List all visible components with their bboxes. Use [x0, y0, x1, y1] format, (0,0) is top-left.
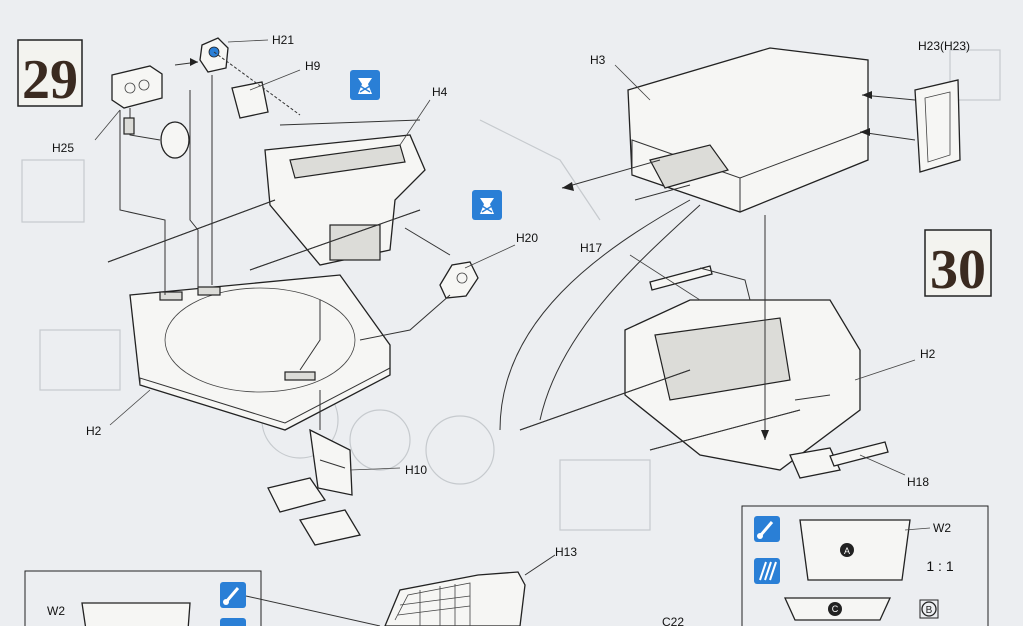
label-h3: H3	[590, 53, 606, 67]
mesh-screen-h13	[384, 554, 556, 626]
shield-box-h3	[627, 47, 869, 213]
legend-box-left	[24, 570, 381, 626]
gun-assembly-h4	[107, 119, 426, 271]
step-30-box: 30	[924, 229, 992, 301]
hull-part-h2-right	[519, 299, 861, 479]
assembly-guide-lines-step-30	[499, 159, 831, 440]
step-30-number: 30	[930, 239, 986, 301]
label-h23: H23(H23)	[918, 39, 970, 53]
label-h2-right: H2	[920, 347, 936, 361]
label-h21: H21	[272, 33, 294, 47]
label-w2-left: W2	[47, 604, 65, 618]
label-h13: H13	[555, 545, 577, 559]
bracket-part-h21	[199, 37, 229, 73]
rod-part-h18	[829, 441, 889, 467]
glue-icon-middle	[472, 190, 502, 220]
part-h20	[439, 261, 479, 299]
step-29-number: 29	[22, 49, 78, 111]
glue-icon-top	[350, 70, 380, 100]
step-29-box: 29	[17, 39, 83, 111]
panel-part-h23	[859, 79, 961, 173]
rod-part-h17	[649, 265, 713, 291]
marker-c: C	[832, 604, 839, 614]
scale-ratio: 1 : 1	[926, 558, 953, 574]
marker-b: B	[926, 605, 933, 616]
label-leader-lines	[94, 39, 931, 531]
legend-box-right: A C B 1 : 1	[741, 505, 989, 626]
label-h9: H9	[305, 59, 321, 73]
label-h2-left: H2	[86, 424, 102, 438]
label-h17: H17	[580, 241, 602, 255]
label-h10: H10	[405, 463, 427, 477]
sight-part-h25	[111, 65, 190, 159]
label-h18: H18	[907, 475, 929, 489]
label-h20: H20	[516, 231, 538, 245]
label-c22: C22	[662, 615, 684, 626]
label-h4: H4	[432, 85, 448, 99]
floor-plate-h2-left	[129, 274, 391, 431]
label-w2-right: W2	[933, 521, 951, 535]
seat-part-h10	[267, 428, 362, 546]
part-labels: H21 H9 H25 H4 H20 H2 H10 H13 H3 H23(H23)…	[47, 33, 970, 626]
shield-part-h9	[231, 81, 269, 119]
marker-a: A	[844, 546, 850, 556]
assembly-guide-lines-step-29	[119, 51, 451, 430]
label-h25: H25	[52, 141, 74, 155]
